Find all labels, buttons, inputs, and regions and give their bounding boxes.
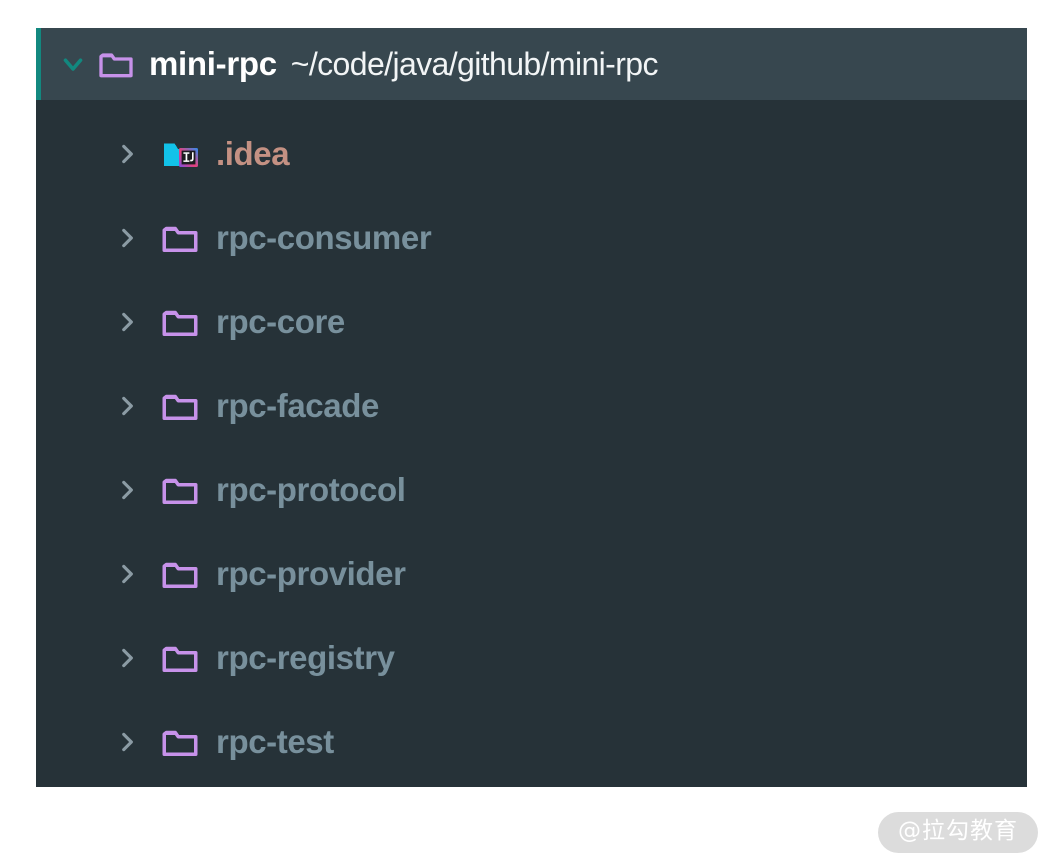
folder-icon (158, 720, 202, 764)
root-project-name: mini-rpc (149, 45, 277, 82)
tree-item-label: rpc-test (216, 723, 334, 760)
intellij-idea-folder-icon (158, 132, 202, 176)
selection-accent-bar (36, 28, 41, 100)
chevron-right-icon[interactable] (110, 477, 144, 503)
project-tree-panel: mini-rpc ~/code/java/github/mini-rpc (36, 28, 1027, 787)
tree-item-rpc-consumer[interactable]: rpc-consumer (36, 196, 1027, 280)
tree-item-label: rpc-provider (216, 555, 406, 592)
folder-icon (158, 468, 202, 512)
chevron-right-icon[interactable] (110, 645, 144, 671)
folder-icon (158, 552, 202, 596)
chevron-right-icon[interactable] (110, 561, 144, 587)
chevron-right-icon[interactable] (110, 393, 144, 419)
chevron-right-icon[interactable] (110, 141, 144, 167)
chevron-down-icon[interactable] (56, 49, 90, 79)
folder-icon (158, 636, 202, 680)
chevron-right-icon[interactable] (110, 729, 144, 755)
tree-item-label: rpc-core (216, 303, 345, 340)
folder-icon (158, 384, 202, 428)
root-project-path: ~/code/java/github/mini-rpc (290, 45, 659, 82)
tree-item-label: rpc-facade (216, 387, 379, 424)
folder-icon (96, 44, 136, 84)
tree-item-rpc-protocol[interactable]: rpc-protocol (36, 448, 1027, 532)
tree-root-row[interactable]: mini-rpc ~/code/java/github/mini-rpc (36, 28, 1027, 100)
tree-item-label: .idea (216, 135, 290, 172)
tree-item-rpc-core[interactable]: rpc-core (36, 280, 1027, 364)
tree-item-rpc-registry[interactable]: rpc-registry (36, 616, 1027, 700)
tree-item-rpc-test[interactable]: rpc-test (36, 700, 1027, 784)
tree-item-idea[interactable]: .idea (36, 112, 1027, 196)
tree-item-label: rpc-protocol (216, 471, 406, 508)
folder-icon (158, 300, 202, 344)
tree-children-list: .idea rpc-consumer (36, 100, 1027, 784)
chevron-right-icon[interactable] (110, 225, 144, 251)
tree-item-rpc-provider[interactable]: rpc-provider (36, 532, 1027, 616)
tree-item-label: rpc-consumer (216, 219, 432, 256)
tree-item-label: rpc-registry (216, 639, 395, 676)
tree-item-rpc-facade[interactable]: rpc-facade (36, 364, 1027, 448)
watermark-badge: @拉勾教育 (878, 812, 1038, 853)
chevron-right-icon[interactable] (110, 309, 144, 335)
folder-icon (158, 216, 202, 260)
